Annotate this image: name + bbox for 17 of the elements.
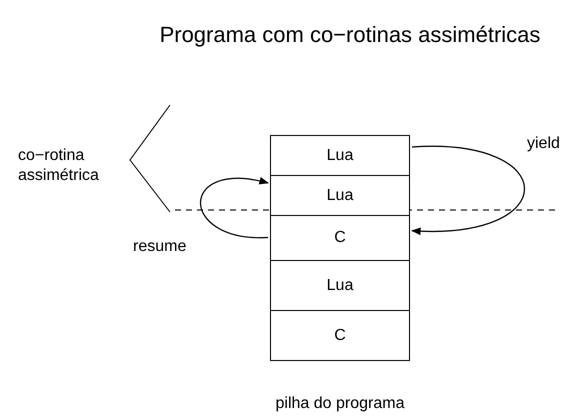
curved-arrow	[200, 178, 269, 238]
frame-label: C	[334, 326, 346, 344]
frame-label: C	[334, 229, 346, 247]
stack-frame	[270, 310, 410, 361]
frame-label: Lua	[326, 186, 354, 204]
stack-frame	[270, 175, 410, 216]
stack-frame	[270, 215, 410, 261]
edge-label: resume	[133, 238, 186, 256]
curved-arrow	[411, 146, 525, 235]
stack-frame	[270, 135, 410, 176]
edge-label: yield	[527, 135, 560, 153]
frame-label: Lua	[326, 276, 354, 294]
frame-label: Lua	[326, 146, 354, 164]
stack-frame	[270, 260, 410, 311]
diagram-caption: pilha do programa	[274, 395, 406, 413]
diagram-title: Programa com co−rotinas assimétricas	[158, 22, 542, 48]
bracket-label: co−rotina assimétrica	[18, 146, 100, 186]
